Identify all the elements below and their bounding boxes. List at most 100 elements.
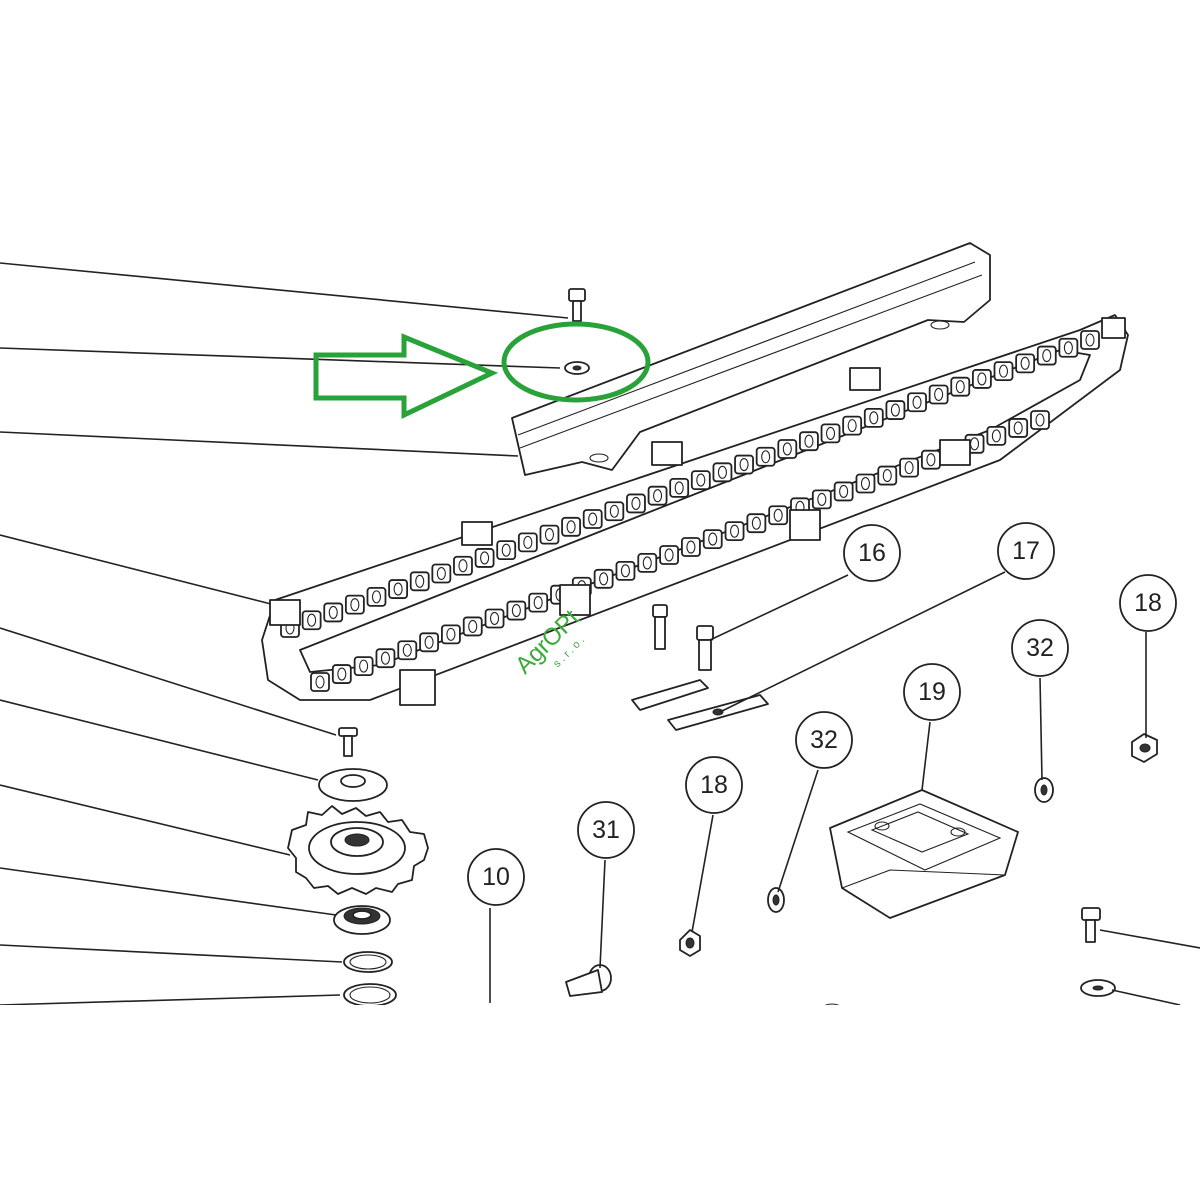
bearing-icon bbox=[333, 905, 391, 935]
chain-link bbox=[877, 465, 898, 486]
chain-roller bbox=[955, 380, 965, 394]
chain-roller bbox=[337, 667, 347, 681]
chain-roller bbox=[631, 496, 641, 511]
chain-link bbox=[928, 384, 949, 405]
chain-link bbox=[899, 457, 919, 478]
chain-link bbox=[484, 608, 505, 629]
bottom-blank-area bbox=[0, 1005, 1200, 1200]
chain-link bbox=[1015, 353, 1036, 374]
chain-link bbox=[453, 555, 473, 576]
leader-lines-left bbox=[0, 262, 569, 1006]
chain-link bbox=[702, 529, 723, 549]
callout-32-mid: 32 bbox=[795, 711, 853, 769]
chain-roller bbox=[393, 582, 403, 596]
chain-link bbox=[539, 524, 560, 545]
callout-label: 18 bbox=[700, 771, 728, 799]
chain-link bbox=[734, 454, 754, 475]
chain-roller bbox=[674, 481, 684, 495]
chain-link bbox=[388, 579, 409, 599]
chain-roller bbox=[773, 508, 783, 522]
chain-roller bbox=[1063, 341, 1073, 355]
chain-link bbox=[1036, 345, 1057, 366]
chain-roller bbox=[1042, 349, 1052, 363]
chain-link bbox=[419, 632, 439, 653]
callout-label: 19 bbox=[918, 678, 946, 706]
callout-18-mid: 18 bbox=[685, 756, 743, 814]
chain-roller bbox=[315, 675, 325, 689]
chain-link bbox=[885, 400, 906, 420]
chain-roller bbox=[588, 512, 598, 526]
chain-link bbox=[637, 553, 658, 573]
chain-roller bbox=[307, 613, 317, 627]
chain-links bbox=[280, 330, 1100, 692]
chain-roller bbox=[511, 603, 521, 618]
chain-link bbox=[344, 594, 365, 615]
chain-roller bbox=[642, 556, 652, 570]
chain-roller bbox=[847, 419, 857, 433]
chain-roller bbox=[998, 364, 1009, 378]
chain-roller bbox=[761, 450, 771, 464]
chain-link bbox=[323, 602, 344, 623]
chain-roller bbox=[424, 635, 434, 649]
chain-link bbox=[842, 415, 863, 436]
chain-link bbox=[1030, 410, 1050, 430]
chain-roller bbox=[599, 572, 609, 586]
chain-link bbox=[409, 571, 430, 592]
chain-roller bbox=[328, 605, 338, 619]
callout-18-right: 18 bbox=[1119, 574, 1177, 632]
chain-link bbox=[907, 392, 927, 413]
chain-link bbox=[582, 509, 603, 529]
washer-top-icon bbox=[564, 361, 590, 375]
chain-roller bbox=[869, 411, 879, 425]
chain-link bbox=[820, 423, 841, 444]
washer-bottom-right-icon bbox=[1080, 979, 1116, 997]
chain-roller bbox=[696, 473, 706, 487]
chain-roller bbox=[1085, 333, 1095, 347]
callout-label: 10 bbox=[482, 863, 510, 891]
chain-link bbox=[724, 521, 745, 542]
chain-roller bbox=[533, 596, 543, 610]
chain-link bbox=[746, 513, 767, 534]
callout-label: 32 bbox=[810, 726, 838, 754]
chain-roller bbox=[458, 559, 468, 573]
chain-link bbox=[659, 545, 679, 565]
chain-link bbox=[310, 672, 330, 692]
chain-roller bbox=[350, 598, 360, 612]
chain-roller bbox=[751, 516, 761, 530]
chain-roller bbox=[609, 504, 619, 518]
chain-roller bbox=[782, 442, 792, 456]
chain-link bbox=[375, 648, 396, 669]
callout-16: 16 bbox=[843, 524, 901, 582]
chain-link bbox=[301, 610, 322, 631]
washer-32-mid-icon bbox=[767, 887, 785, 913]
chain-roller bbox=[729, 524, 740, 538]
screw-sprocket-icon bbox=[338, 727, 358, 757]
chain-link bbox=[353, 656, 374, 677]
chain-roller bbox=[436, 566, 446, 581]
guide-rail bbox=[511, 242, 991, 476]
chain-link bbox=[950, 376, 971, 397]
chain-roller bbox=[1013, 421, 1023, 435]
chain-roller bbox=[359, 659, 369, 673]
chain-link bbox=[496, 540, 517, 561]
pin-small-icon bbox=[652, 604, 668, 650]
chain-link bbox=[993, 361, 1014, 382]
chain-roller bbox=[708, 532, 718, 546]
chain-link bbox=[366, 586, 387, 607]
chain-link bbox=[506, 600, 527, 621]
clip-plate-a-icon bbox=[631, 679, 709, 711]
callout-leaders bbox=[489, 571, 1147, 1003]
chain-roller bbox=[446, 627, 456, 641]
chain-roller bbox=[1020, 356, 1030, 370]
chain-roller bbox=[839, 484, 849, 499]
chain-roller bbox=[934, 387, 944, 402]
chain-roller bbox=[489, 611, 500, 626]
callout-label: 18 bbox=[1134, 589, 1162, 617]
chain-link bbox=[615, 560, 636, 581]
chain-link bbox=[528, 592, 549, 613]
chain-link bbox=[397, 640, 418, 661]
chain-roller bbox=[804, 434, 814, 448]
bolt-top-icon bbox=[568, 288, 586, 322]
chain-roller bbox=[402, 643, 412, 657]
